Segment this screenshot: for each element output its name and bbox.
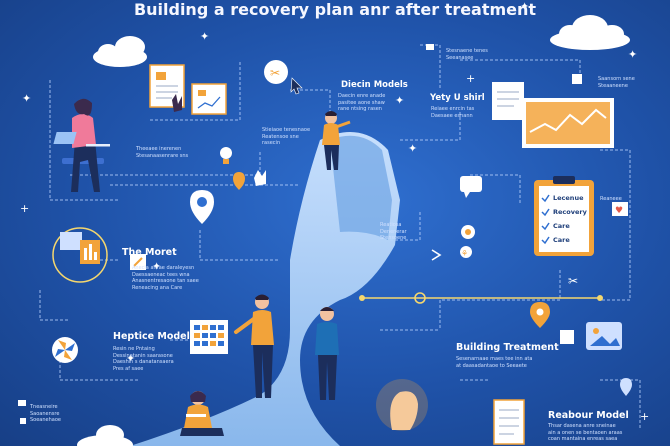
progress-node-right bbox=[597, 295, 603, 301]
location-pin-icon bbox=[233, 172, 245, 190]
dieccin-models-text: Daecin enre anade pasitee aone shaw rane… bbox=[338, 93, 386, 112]
avatar-note: Theeaee inerenen Stesanaasenrare sns bbox=[136, 146, 189, 159]
chevron-right-icon bbox=[431, 249, 442, 261]
page-title: Building a recovery plan anr after treat… bbox=[133, 0, 537, 19]
road-fold bbox=[330, 135, 392, 240]
svg-text:+: + bbox=[20, 202, 29, 215]
hand-icon bbox=[254, 170, 266, 186]
the-moret-text: Anecia anrae daraleyesn Daessaeneac tees… bbox=[132, 265, 199, 291]
svg-text:✦: ✦ bbox=[200, 30, 209, 43]
checklist-item: Care bbox=[553, 222, 570, 230]
report-document-icon bbox=[493, 399, 525, 445]
building-treatment-heading: Building Treatment bbox=[456, 342, 559, 353]
svg-text:✦: ✦ bbox=[152, 260, 161, 273]
reabour-model-text: Thsar dasena anre sneinae ain a onen se … bbox=[548, 423, 623, 442]
svg-text:✂: ✂ bbox=[568, 274, 578, 288]
top-right-note-b: Saansorn sene Steaaneene bbox=[598, 76, 635, 89]
yety-text: Reiaee enrcin tas Daesaee esnann bbox=[431, 106, 475, 119]
document-icon bbox=[492, 82, 524, 120]
document-icon bbox=[149, 64, 185, 108]
reabour-model-heading: Reabour Model bbox=[548, 410, 629, 421]
svg-text:✦: ✦ bbox=[628, 48, 637, 61]
report-circle-icon bbox=[52, 227, 108, 283]
svg-text:✂: ✂ bbox=[270, 66, 280, 80]
left-bottom-note: Tneasneire Saoanensre Soeanehaoe bbox=[30, 404, 61, 423]
cloud-icon bbox=[93, 36, 147, 67]
pinwheel-icon bbox=[52, 337, 78, 363]
sparkle-icon: ✦ ✦ ✦ ✦ ✦ ✦ + + ✦ ✦ + bbox=[20, 0, 649, 423]
svg-text:✦: ✦ bbox=[22, 92, 31, 105]
man-pointing-figure bbox=[322, 111, 351, 170]
checklist-item: Recovery bbox=[553, 208, 587, 216]
calendar-board-icon bbox=[190, 320, 228, 354]
cloud-icon bbox=[77, 425, 133, 446]
svg-text:+: + bbox=[466, 72, 475, 85]
location-pin-icon bbox=[620, 378, 632, 396]
image-frame-icon bbox=[586, 322, 622, 350]
dieccin-models-heading: Diecin Models bbox=[341, 80, 408, 90]
lightbulb-icon bbox=[220, 147, 232, 164]
mid-center-note: Reatiosa Denenerar Stensoene bbox=[380, 222, 407, 241]
head-silhouette-icon bbox=[376, 379, 428, 431]
man-standing-figure bbox=[315, 307, 339, 400]
svg-text:✦: ✦ bbox=[408, 142, 417, 155]
svg-text:✦: ✦ bbox=[520, 0, 529, 13]
cursor-hand-icon bbox=[172, 94, 182, 112]
chart-document-icon bbox=[191, 83, 227, 115]
location-pin-icon bbox=[530, 302, 550, 328]
top-center-note: Stieiaoe tenesnaoe Reatensoe sne rasecin bbox=[262, 127, 311, 146]
tools-icon: ✂ bbox=[264, 60, 288, 84]
progress-node-mid bbox=[414, 292, 426, 304]
heptice-model-heading: Heptice Model bbox=[113, 331, 190, 342]
svg-text:⚘: ⚘ bbox=[461, 249, 468, 258]
bike-icon: ⚘ bbox=[460, 246, 472, 258]
edit-icon bbox=[560, 330, 574, 344]
sitting-woman-figure bbox=[180, 391, 224, 436]
recovery-road bbox=[130, 132, 400, 446]
location-pin-icon bbox=[190, 190, 214, 224]
line-chart-panel-icon bbox=[522, 98, 614, 148]
cursor-icon bbox=[290, 77, 303, 95]
yety-heading: Yety U shirl bbox=[430, 93, 485, 103]
scissors-icon: ✂ bbox=[568, 274, 578, 288]
checklist-item: Lecenue bbox=[553, 194, 584, 202]
svg-text:♥: ♥ bbox=[615, 206, 623, 216]
woman-with-laptop-figure bbox=[53, 98, 110, 192]
top-right-note-a: Stesnaene tenes Seeanasee bbox=[446, 48, 488, 61]
edit-icon bbox=[130, 254, 146, 270]
small-box-icon bbox=[18, 44, 582, 424]
chat-bubble-icon bbox=[460, 176, 482, 198]
svg-text:+: + bbox=[640, 410, 649, 423]
checklist-clipboard-icon bbox=[534, 176, 594, 256]
the-moret-heading: The Moret bbox=[122, 247, 177, 258]
progress-node-left bbox=[359, 295, 365, 301]
heptice-model-text: Resin ne Pntaing Dessinatanin saarasone … bbox=[113, 346, 174, 372]
checklist-note: Reaneee bbox=[600, 196, 622, 202]
presenter-man-figure bbox=[234, 294, 274, 398]
checklist-item: Care bbox=[553, 236, 570, 244]
heart-icon: ♥ bbox=[612, 202, 628, 216]
building-treatment-text: Sesenarnaae maes tee inn ata at daasadan… bbox=[456, 356, 533, 369]
svg-text:✦: ✦ bbox=[126, 352, 135, 365]
bulb-circle-icon bbox=[461, 225, 475, 239]
svg-text:✦: ✦ bbox=[395, 94, 404, 107]
cloud-icon bbox=[550, 15, 630, 50]
